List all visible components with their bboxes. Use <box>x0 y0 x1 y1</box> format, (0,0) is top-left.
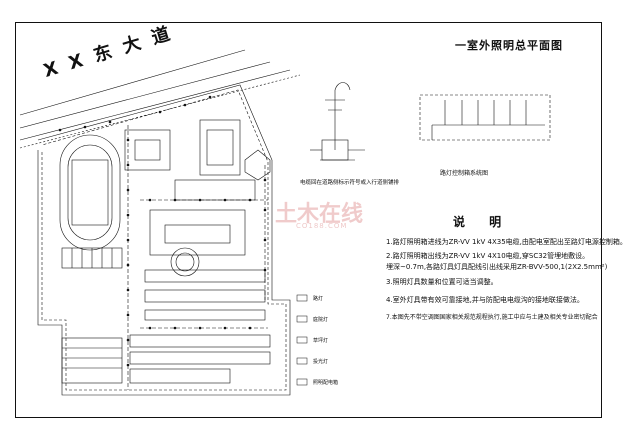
site-plan-drawing <box>19 49 551 396</box>
lamp-markers <box>58 95 267 367</box>
watermark-main: 土木在线 <box>275 202 364 227</box>
legend-label: 路灯 <box>313 296 324 302</box>
sheet-title: 一室外照明总平面图 <box>455 39 563 52</box>
note-line: 2.路灯照明箱出线为ZR-VV 1kV 4X10电缆,穿SC32管埋地敷设。 <box>386 252 590 260</box>
legend-label: 照明配电箱 <box>313 380 339 386</box>
legend-symbols <box>296 294 308 386</box>
note-line: 4.室外灯具带有效可靠接地,并与防配电电缆沟的接地联接做法。 <box>386 296 584 304</box>
lamp-pole-detail <box>310 82 365 161</box>
note-line: 7.本图先不带空调图国家相关规范规程执行,施工中应与土建及相关专业密切配合 <box>386 314 598 321</box>
site-boundary <box>37 84 291 396</box>
running-track <box>59 134 121 251</box>
legend-label: 草坪灯 <box>313 338 329 344</box>
panel-caption: 路灯控制箱系统图 <box>440 170 489 177</box>
main-building <box>149 209 246 256</box>
legend-label: 庭院灯 <box>313 317 329 323</box>
hex-pavilion <box>244 149 271 181</box>
note-line: 埋深~0.7m,各路灯具灯具配线引出线采用ZR-BVV-500,1(2X2.5m… <box>386 263 608 271</box>
panel-system-diagram <box>419 94 551 141</box>
note-line: 3.照明灯具数量和位置可适当调整。 <box>386 278 498 286</box>
drawing-frame <box>15 22 602 418</box>
watermark-sub: CO188.COM <box>296 222 348 230</box>
detail-caption: 电缆回在道路侧标示符号或入行道侧铺排 <box>300 180 400 186</box>
note-line: 1.路灯照明箱进线为ZR-VV 1kV 4X35电缆,由配电室配出至路灯电源控制… <box>386 238 627 246</box>
road-edge-upper <box>19 49 246 116</box>
legend-label: 投光灯 <box>313 359 329 365</box>
rotunda <box>170 247 200 277</box>
notes-heading: 说 明 <box>453 215 512 229</box>
